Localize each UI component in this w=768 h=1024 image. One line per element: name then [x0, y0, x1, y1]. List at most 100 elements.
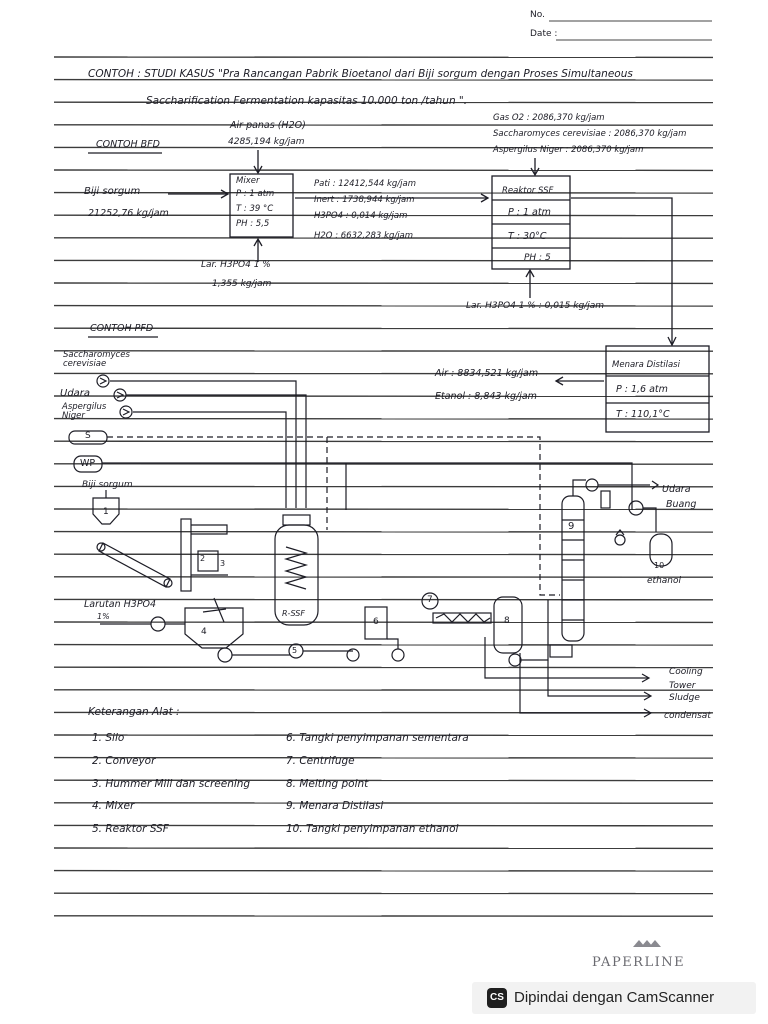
- unit-number-10: 10: [654, 561, 665, 570]
- r-ssf-label: R-SSF: [282, 609, 305, 618]
- cooling-line: [484, 637, 648, 679]
- blower-saccharomyces: [96, 374, 110, 388]
- etanol-out: Etanol : 8,843 kg/jam: [435, 391, 537, 402]
- keterangan-right-10: 10. Tangki penyimpanan ethanol: [286, 823, 459, 835]
- pfd-aspergilus: Aspergilus Niger: [62, 402, 107, 422]
- pfd-udara: Udara: [60, 388, 91, 399]
- menara-line-0: Menara Distilasi: [612, 360, 680, 370]
- mixer-line-3: PH : 5,5: [236, 219, 270, 229]
- mixer-line-1: P : 1 atm: [236, 189, 275, 199]
- udara-buang-1: Buang: [666, 499, 697, 510]
- condensat-line: [519, 653, 650, 714]
- pump-mixer: [217, 647, 233, 663]
- hammer-mill-3: [180, 518, 192, 592]
- reaktor-line-2: T : 30°C: [508, 231, 547, 242]
- bfd-label: CONTOH BFD: [96, 139, 160, 150]
- reaktor-line-1: P : 1 atm: [508, 207, 551, 218]
- stream-h3po4: H3PO4 : 0,014 kg/jam: [314, 211, 408, 221]
- reboiler: [549, 644, 573, 658]
- tangki-ethanol-10: [649, 533, 673, 567]
- unit-number-6: 6: [373, 617, 379, 627]
- lar-h3po4-reaktor: Lar. H3PO4 1 % : 0,015 kg/jam: [466, 301, 604, 311]
- unit-number-9: 9: [568, 521, 575, 532]
- pfd-saccharomyces: Saccharomyces cerevisiae: [63, 350, 130, 370]
- stream-h2o: H2O : 6632,283 kg/jam: [314, 231, 414, 241]
- unit-number-7: 7: [427, 595, 433, 605]
- saccharomyces-label: Saccharomyces cerevisiae : 2086,370 kg/j…: [493, 129, 687, 139]
- keterangan-left-5: 5. Reaktor SSF: [92, 823, 169, 835]
- keterangan-left-2: 2. Conveyor: [92, 755, 156, 767]
- header-no: No.: [530, 10, 545, 20]
- centrifuge-7: [421, 592, 439, 610]
- mixer-4: [184, 607, 244, 649]
- gas-o2-label: Gas O2 : 2086,370 kg/jam: [493, 113, 605, 123]
- keterangan-right-6: 6. Tangki penyimpanan sementara: [286, 732, 469, 744]
- unit-number-3: 3: [220, 559, 226, 568]
- paperline-brand: PAPERLINE: [592, 955, 686, 970]
- pump-larutan: [150, 616, 166, 632]
- outlet-tower: Tower: [669, 681, 696, 691]
- steam-line: [107, 436, 328, 530]
- biji-sorgum-value: 21252,76 kg/jam: [88, 208, 169, 219]
- pfd-larutan-pct: 1%: [97, 612, 110, 621]
- mixer-line-0: Mixer: [236, 176, 260, 186]
- melting-8: [493, 596, 523, 654]
- mixer-line-2: T : 39 °C: [236, 204, 274, 214]
- keterangan-title: Keterangan Alat :: [88, 706, 180, 718]
- pfd-diagram: [68, 374, 673, 718]
- blower-aspergilus: [119, 405, 133, 419]
- unit-number-4: 4: [201, 627, 207, 637]
- bfd-diagram: [88, 150, 710, 433]
- product-pump: [615, 529, 625, 536]
- keterangan-right-9: 9. Menara Distilasi: [286, 800, 384, 812]
- camscanner-badge: [472, 982, 756, 1014]
- pfd-biji-sorgum: Biji sorgum: [82, 480, 133, 490]
- keterangan-left-4: 4. Mixer: [92, 800, 135, 812]
- sludge-line: [547, 660, 650, 697]
- outlet-condensat: condensat: [664, 711, 711, 721]
- unit-number-8: 8: [504, 616, 510, 626]
- melting-point-screw: [432, 612, 492, 624]
- keterangan-left-3: 3. Hummer Mill dan screening: [92, 778, 251, 790]
- outlet-sludge: Sludge: [669, 693, 700, 703]
- biji-sorgum-label: Biji sorgum: [84, 186, 141, 197]
- paperline-logo: [633, 940, 661, 947]
- unit-number-5: 5: [292, 646, 298, 655]
- pfd-larutan-h3po4: Larutan H3PO4: [84, 599, 157, 610]
- menara-distilasi-block: [605, 345, 710, 433]
- mixer-block: [229, 173, 294, 238]
- keterangan-right-7: 7. Centrifuge: [286, 755, 355, 767]
- camscanner-text: Dipindai dengan CamScanner: [514, 989, 715, 1006]
- stream-inert: Inert : 1738,944 kg/jam: [314, 195, 415, 205]
- reaktor-to-menara-line: [571, 197, 673, 344]
- wp-label: WP: [80, 458, 96, 469]
- title-line-2: Saccharification Fermentation kapasitas …: [146, 95, 468, 107]
- air-panas-label: Air panas (H2O): [230, 120, 306, 131]
- s-label: S: [85, 431, 91, 441]
- lar-h3po4-label: Lar. H3PO4 1 %: [201, 260, 271, 270]
- outlet-cooling: Cooling: [669, 667, 703, 677]
- header-date: Date :: [530, 29, 558, 39]
- udara-buang-0: Udara: [662, 484, 691, 495]
- silo-1: [92, 497, 120, 525]
- aspergilus-label: Aspergilus Niger : 2086,370 kg/jam: [493, 145, 644, 155]
- stream-pati: Pati : 12412,544 kg/jam: [314, 179, 416, 189]
- ruled-lines: [53, 56, 714, 917]
- keterangan-left-1: 1. Silo: [92, 732, 125, 744]
- pfd-label: CONTOH PFD: [90, 323, 154, 334]
- accumulator: [600, 490, 611, 509]
- menara-line-2: T : 110,1°C: [616, 409, 670, 420]
- unit-number-2: 2: [200, 554, 206, 563]
- reaktor-line-0: Reaktor SSF: [502, 186, 554, 196]
- camscanner-logo-icon: CS: [487, 988, 507, 1008]
- reaktor-line-3: PH : 5: [524, 253, 551, 263]
- ethanol-label: ethanol: [647, 576, 681, 586]
- water-process-line: [102, 462, 633, 510]
- reaktor-block: [491, 175, 571, 270]
- menara-distilasi-9: [561, 495, 585, 642]
- air-out: Air : 8834,521 kg/jam: [435, 368, 539, 379]
- lar-h3po4-value: 1,355 kg/jam: [212, 279, 272, 289]
- unit-number-1: 1: [103, 507, 109, 517]
- air-panas-value: 4285,194 kg/jam: [228, 137, 305, 147]
